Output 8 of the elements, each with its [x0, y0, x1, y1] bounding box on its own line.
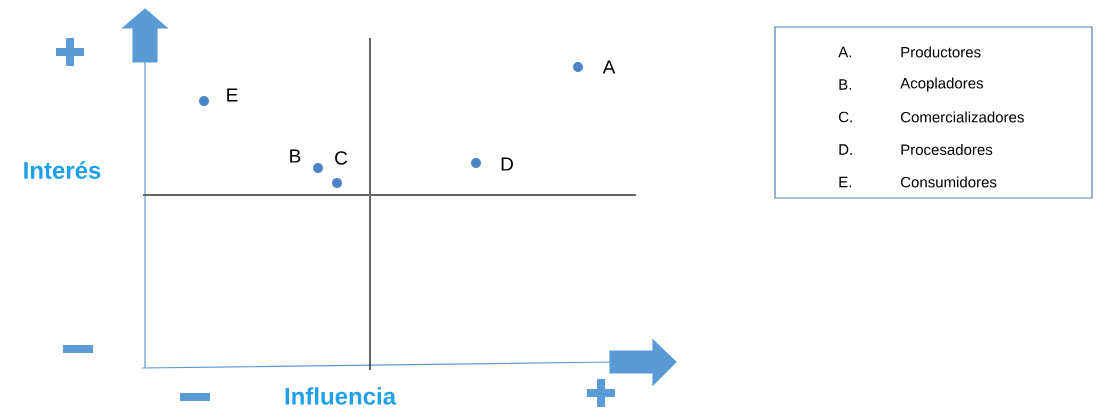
- point-label: A: [602, 60, 616, 74]
- legend-box: A. Productores B. Acopladores C. Comercializadores D. Procesadores E. Consumidores: [774, 26, 1093, 199]
- axis-label: Interés: [24, 161, 101, 179]
- point-label: D: [501, 157, 513, 171]
- point-label: B: [290, 149, 301, 163]
- axis-label: Influencia: [285, 387, 397, 405]
- point-label: C: [335, 151, 348, 165]
- point-label: E: [227, 88, 238, 102]
